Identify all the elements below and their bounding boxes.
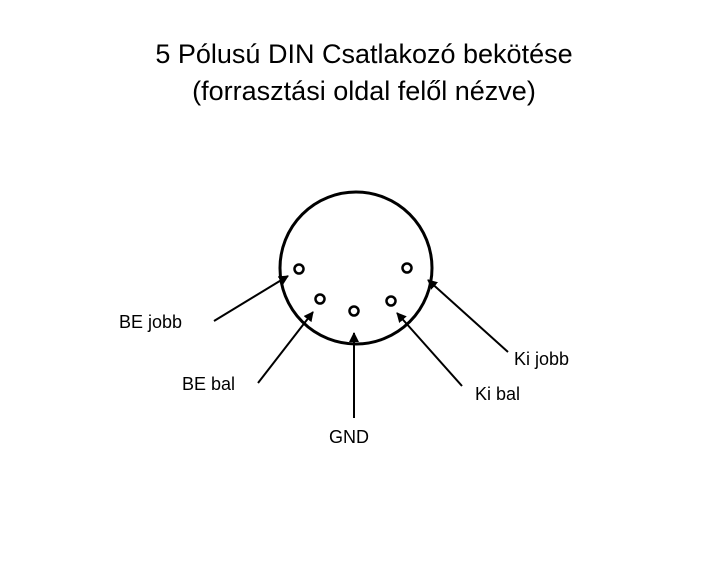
arrow-be-bal bbox=[257, 311, 314, 384]
pin-ki-jobb bbox=[401, 262, 413, 274]
title-line-1: 5 Pólusú DIN Csatlakozó bekötése bbox=[155, 39, 573, 69]
pin-be-jobb bbox=[293, 263, 305, 275]
label-be-jobb: BE jobb bbox=[119, 312, 182, 332]
pin-be-bal bbox=[314, 293, 326, 305]
pin-ki-bal bbox=[385, 295, 397, 307]
connector-outline bbox=[278, 190, 434, 346]
label-ki-jobb: Ki jobb bbox=[514, 349, 569, 369]
arrow-be-jobb bbox=[213, 275, 289, 322]
label-ki-bal: Ki bal bbox=[475, 384, 520, 404]
arrow-ki-bal bbox=[396, 312, 463, 387]
title-line-2: (forrasztási oldal felől nézve) bbox=[192, 76, 536, 106]
label-gnd: GND bbox=[329, 427, 369, 447]
label-be-bal: BE bal bbox=[182, 374, 235, 394]
arrow-ki-jobb bbox=[427, 279, 509, 353]
pin-gnd bbox=[348, 305, 360, 317]
